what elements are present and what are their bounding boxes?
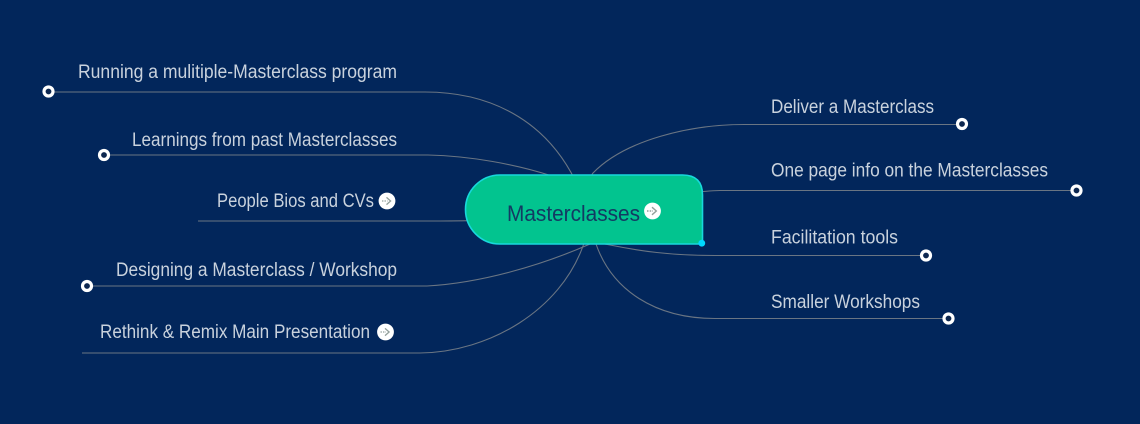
svg-text:Smaller Workshops: Smaller Workshops bbox=[771, 292, 920, 313]
svg-text:Facilitation tools: Facilitation tools bbox=[771, 228, 898, 249]
svg-text:Learnings from past Masterclas: Learnings from past Masterclasses bbox=[132, 130, 397, 151]
svg-text:Deliver a Masterclass: Deliver a Masterclass bbox=[771, 97, 934, 118]
svg-text:Designing a Masterclass / Work: Designing a Masterclass / Workshop bbox=[116, 260, 397, 281]
svg-text:Running a mulitiple-Masterclas: Running a mulitiple-Masterclass program bbox=[78, 62, 397, 83]
svg-text:Rethink & Remix Main Presentat: Rethink & Remix Main Presentation bbox=[100, 322, 370, 343]
svg-text:Masterclasses: Masterclasses bbox=[507, 201, 640, 226]
svg-text:One page info on the Mastercla: One page info on the Masterclasses bbox=[771, 161, 1048, 182]
svg-text:People Bios and CVs: People Bios and CVs bbox=[217, 191, 374, 212]
